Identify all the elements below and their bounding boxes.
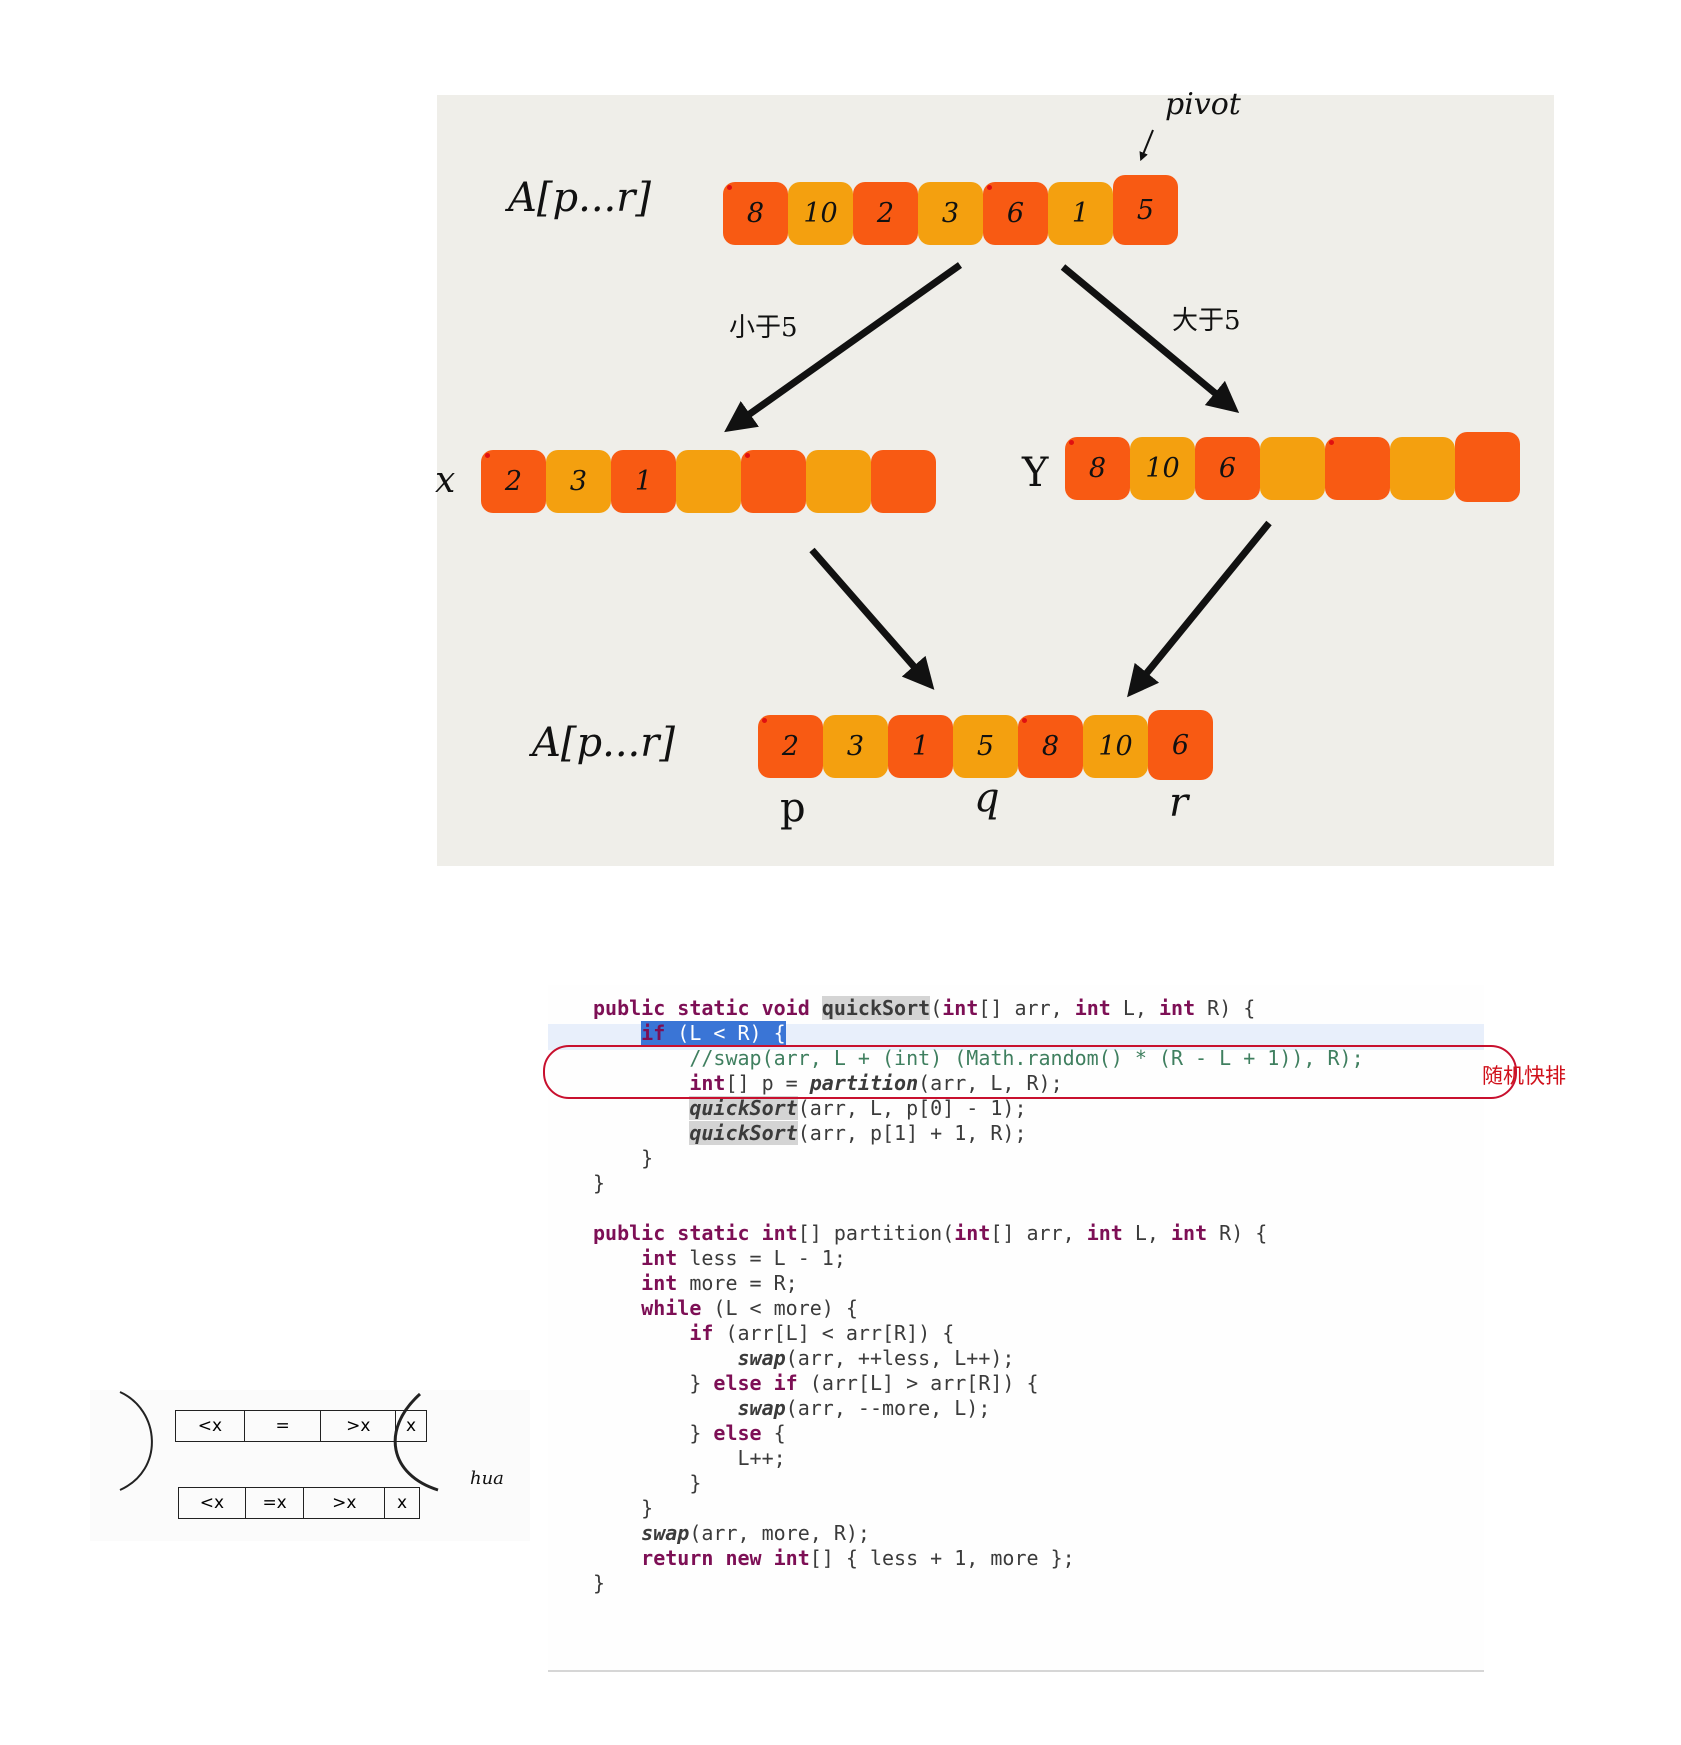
array-label-top: A[p...r]	[508, 175, 651, 221]
sketch-cell: =	[245, 1411, 322, 1441]
code-line: public static void quickSort(int[] arr, …	[593, 996, 1256, 1020]
index-q-label: q	[974, 775, 1000, 821]
cell: 3	[918, 182, 983, 245]
cell	[741, 450, 806, 513]
code-line: public static int[] partition(int[] arr,…	[593, 1221, 1268, 1245]
cell	[676, 450, 741, 513]
sketch-cell: >x	[321, 1411, 397, 1441]
pivot-arrow	[1139, 129, 1154, 162]
code-line: int more = R;	[641, 1271, 798, 1295]
code-line: }	[593, 1571, 606, 1595]
cell: 6	[1148, 710, 1213, 780]
sketch-cell: =x	[246, 1488, 305, 1518]
marker-dot	[762, 718, 767, 723]
x-label: x	[435, 460, 456, 501]
code-line: swap(arr, --more, L);	[737, 1396, 991, 1420]
cell: 8	[723, 182, 788, 245]
code-line: L++;	[593, 1446, 786, 1470]
code-line: } else {	[593, 1421, 786, 1445]
marker-dot	[1329, 440, 1334, 445]
cell: 2	[758, 715, 823, 778]
less-than-label: 小于5	[729, 313, 798, 343]
code-line: return new int[] { less + 1, more };	[641, 1546, 1075, 1570]
cell: 1	[611, 450, 676, 513]
marker-dot	[1069, 440, 1074, 445]
sketch-cell: >x	[304, 1488, 386, 1518]
cell: 5	[953, 715, 1018, 778]
y-label: Y	[1022, 450, 1049, 496]
arrow-y-to-result	[1127, 520, 1272, 698]
sketch-cell: x	[397, 1493, 408, 1513]
cell: 1	[888, 715, 953, 778]
pivot-label: pivot	[1165, 87, 1241, 122]
code-line: if (L < R) {	[641, 1021, 786, 1045]
arrow-to-x	[724, 262, 963, 433]
cell	[1455, 432, 1520, 502]
code-line: quickSort(arr, p[1] + 1, R);	[689, 1121, 1027, 1145]
code-line: }	[593, 1146, 654, 1170]
marker-dot	[727, 185, 732, 190]
sketch-cell: <x	[179, 1488, 246, 1518]
cell: 3	[546, 450, 611, 513]
cell	[1390, 437, 1455, 500]
marker-dot	[485, 453, 490, 458]
code-line: swap(arr, ++less, L++);	[737, 1346, 1015, 1370]
greater-than-label: 大于5	[1172, 306, 1241, 336]
sketch-row-2: <x =x >x x	[178, 1487, 420, 1519]
code-line: int less = L - 1;	[641, 1246, 846, 1270]
sketch-curves	[119, 1391, 439, 1492]
index-p-label: p	[780, 785, 806, 831]
code-line: while (L < more) {	[641, 1296, 858, 1320]
quicksort-partition-diagram: A[p...r] pivot 小于5 大于5 x Y A[p...r] p q …	[435, 87, 1554, 866]
code-line: }	[593, 1471, 702, 1495]
marker-dot	[1022, 718, 1027, 723]
cell	[1325, 437, 1390, 500]
cell: 8	[1065, 437, 1130, 500]
cell: 6	[1195, 437, 1260, 500]
cell: 6	[983, 182, 1048, 245]
code-line: if (arr[L] < arr[R]) {	[689, 1321, 955, 1345]
cell: 2	[481, 450, 546, 513]
cell	[871, 450, 936, 513]
cell: 2	[853, 182, 918, 245]
cell: 8	[1018, 715, 1083, 778]
cell	[1260, 437, 1325, 500]
pivot-cell: 5	[1113, 175, 1178, 245]
cell: 10	[788, 182, 853, 245]
code-line: }	[593, 1496, 654, 1520]
annotation-oval	[543, 1045, 1517, 1099]
code-line: int[] p = partition(arr, L, R);	[689, 1071, 1063, 1095]
code-line: //swap(arr, L + (int) (Math.random() * (…	[593, 1046, 1364, 1070]
code-line: } else if (arr[L] > arr[R]) {	[593, 1371, 1039, 1395]
code-editor[interactable]: public static void quickSort(int[] arr, …	[548, 985, 1484, 1672]
arrow-x-to-result	[809, 547, 935, 690]
array-label-bottom: A[p...r]	[532, 720, 675, 766]
random-quicksort-annotation: 随机快排	[1482, 1064, 1566, 1088]
cell: 10	[1083, 715, 1148, 778]
sketch-cell: <x	[176, 1411, 245, 1441]
code-line: swap(arr, more, R);	[641, 1521, 870, 1545]
sketch-row-1: <x = >x x	[175, 1410, 427, 1442]
code-line: quickSort(arr, L, p[0] - 1);	[689, 1096, 1027, 1120]
handwritten-partition-sketch: <x = >x x <x =x >x x hua	[90, 1390, 530, 1541]
marker-dot	[745, 453, 750, 458]
cell: 10	[1130, 437, 1195, 500]
sketch-cell: x	[406, 1416, 417, 1436]
marker-dot	[987, 185, 992, 190]
cell: 3	[823, 715, 888, 778]
cell	[806, 450, 871, 513]
cell: 1	[1048, 182, 1113, 245]
code-line: }	[593, 1171, 606, 1195]
arrow-to-y	[1060, 264, 1240, 414]
diagram-arrows	[724, 129, 1272, 698]
index-r-label: r	[1169, 780, 1189, 826]
sketch-note: hua	[470, 1468, 504, 1489]
